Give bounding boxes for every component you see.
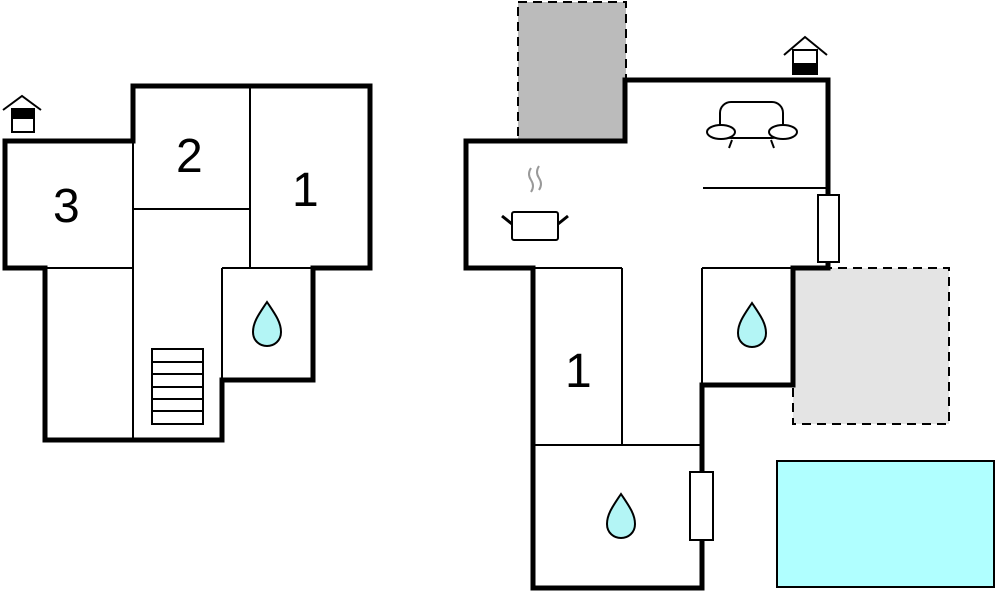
entrance-house-icon — [2, 94, 42, 133]
interior-walls — [45, 86, 313, 440]
sofa-icon — [706, 101, 798, 149]
entrance-house-icon — [783, 35, 828, 75]
bathroom-water-drop-icon — [252, 301, 282, 347]
terrace — [792, 267, 950, 425]
window — [817, 194, 840, 263]
bathroom-water-drop-icon — [606, 493, 636, 539]
room-label-3: 3 — [53, 180, 80, 233]
room-label-1: 1 — [292, 164, 319, 217]
kitchen-pot-icon — [501, 165, 569, 241]
upper-floor-plan: 3 2 1 — [2, 83, 373, 443]
room-label-1: 1 — [565, 345, 592, 398]
room-label-2: 2 — [176, 130, 203, 183]
window — [689, 471, 714, 541]
ground-floor-plan: 1 — [463, 1, 995, 591]
interior-walls — [533, 187, 826, 446]
swimming-pool — [776, 460, 995, 588]
stairs-icon — [151, 348, 204, 425]
outer-walls — [463, 77, 831, 591]
bathroom-water-drop-icon — [737, 302, 767, 348]
covered-terrace — [517, 1, 627, 142]
outer-walls — [2, 83, 373, 443]
